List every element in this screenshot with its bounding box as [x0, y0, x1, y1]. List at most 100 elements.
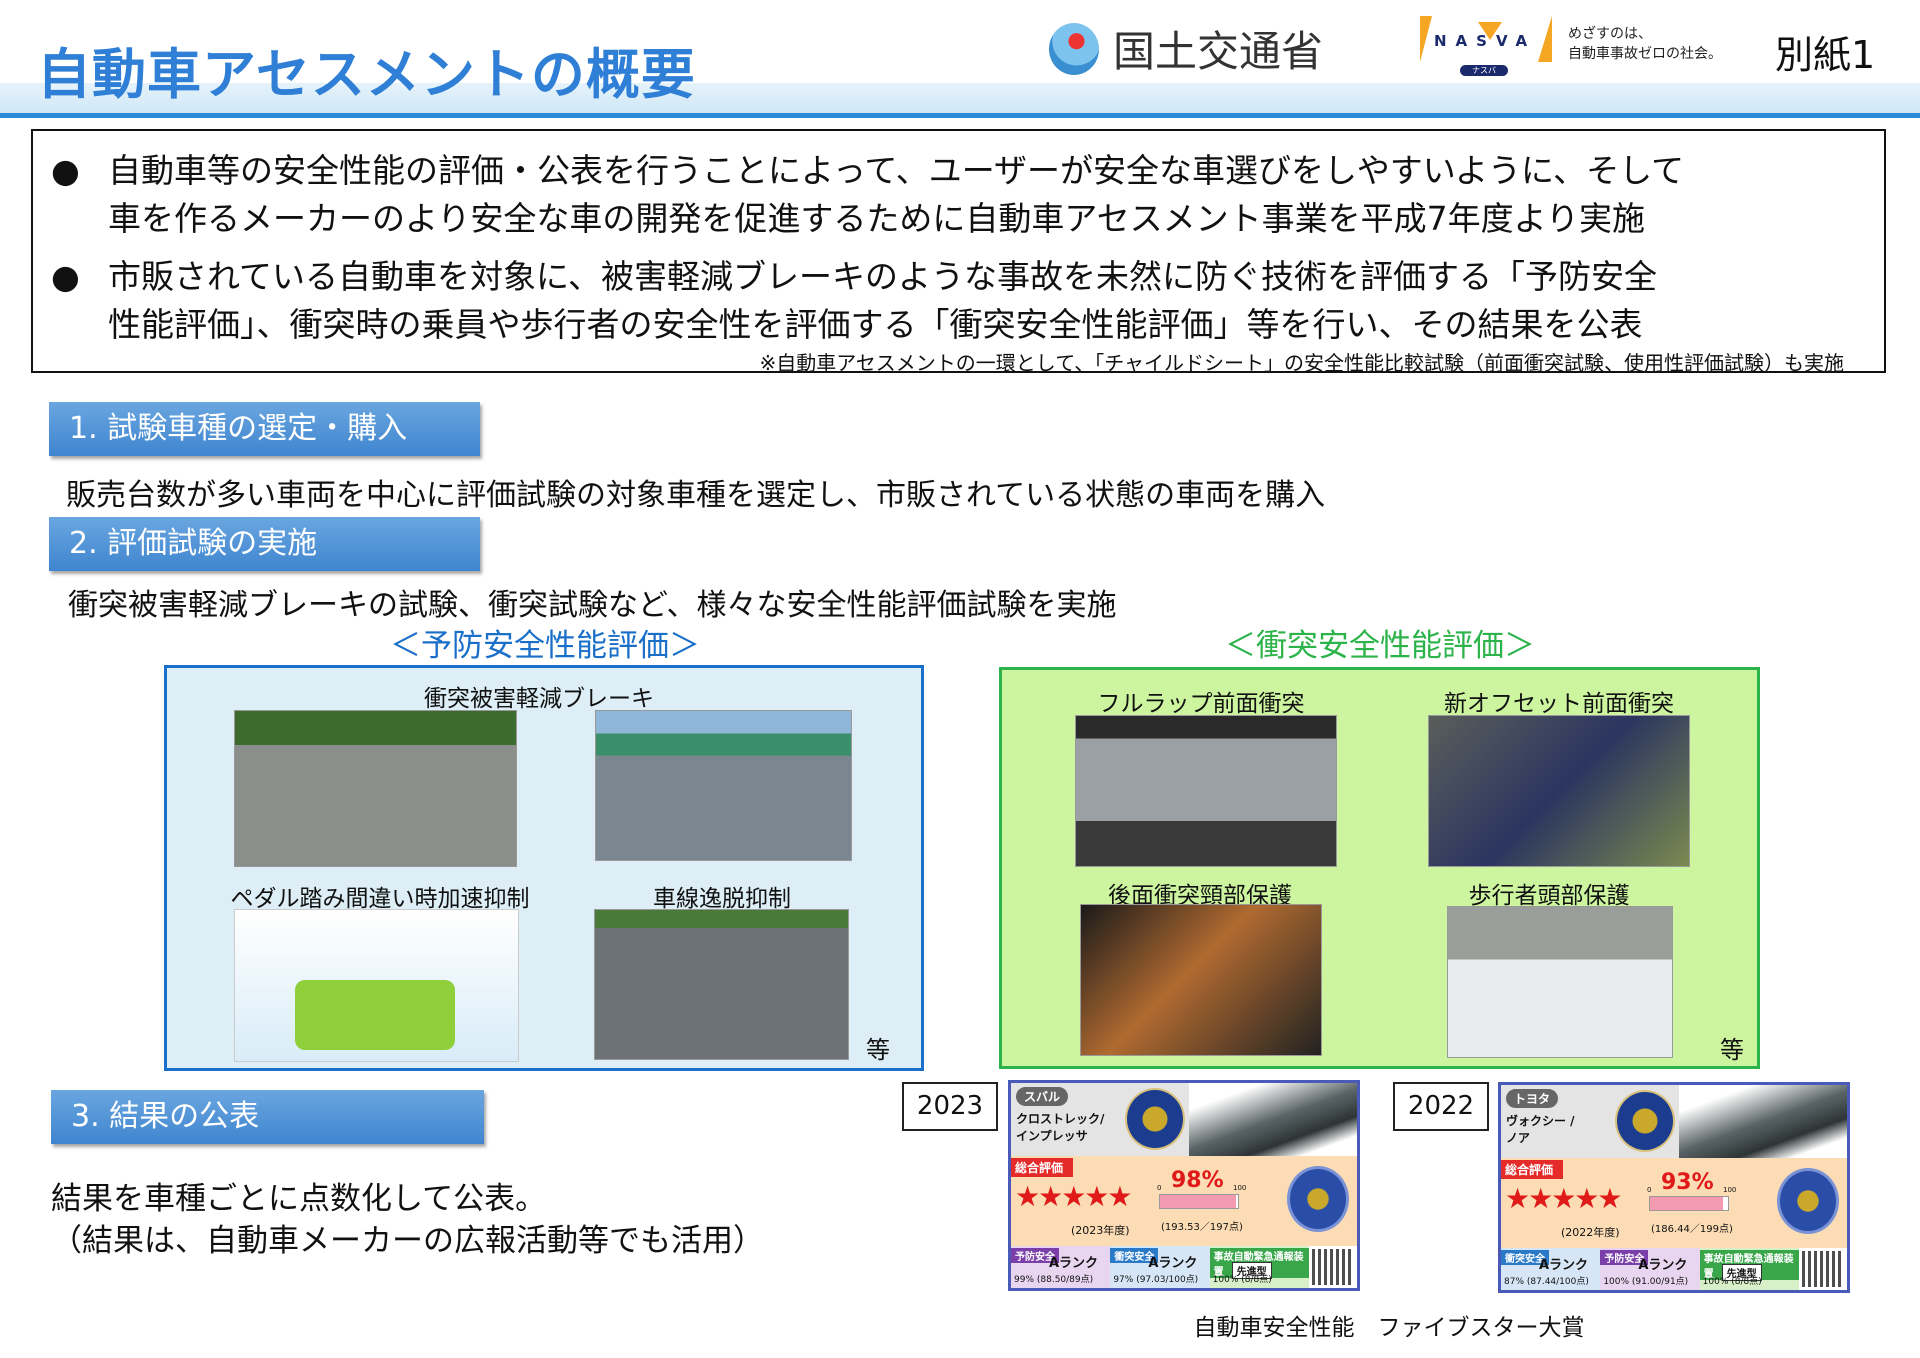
qr-code-icon: [1801, 1251, 1844, 1287]
nasva-tagline: めざすのは、自動車事故ゼロの社会。: [1568, 26, 1722, 62]
ministry-name: 国土交通省: [1113, 27, 1324, 76]
rating-rank: Aランク: [1638, 1258, 1688, 1273]
scale-max: 100: [1723, 1186, 1737, 1194]
item-label: ペダル踏み間違い時加速抑制: [230, 886, 530, 912]
section-3-text: 結果を車種ごとに点数化して公表。: [51, 1181, 547, 1217]
scale-min: 0: [1157, 1184, 1162, 1192]
model-name: ヴォクシー / ノア: [1506, 1113, 1611, 1147]
section-3-heading: 3. 結果の公表: [51, 1090, 484, 1144]
section-1-heading: 1. 試験車種の選定・購入: [49, 402, 480, 456]
scale-max: 100: [1233, 1184, 1247, 1192]
section-1-text: 販売台数が多い車両を中心に評価試験の対象車種を選定し、市販されている状態の車両を…: [66, 478, 1326, 513]
rating-category: 予防安全: [1011, 1248, 1059, 1263]
score-percent: 98%: [1171, 1168, 1224, 1193]
scale-min: 0: [1647, 1186, 1652, 1194]
award-medal-icon: [1615, 1090, 1675, 1152]
collision-title: ＜衝突安全性能評価＞: [1225, 628, 1535, 664]
rating-rank: Aランク: [1049, 1256, 1099, 1271]
item-label: 衝突被害軽減ブレーキ: [424, 686, 654, 712]
award-medal-icon: [1125, 1088, 1185, 1150]
score-points: (186.44／199点): [1651, 1224, 1733, 1235]
award-year: 2022: [1393, 1082, 1489, 1131]
award-card: スバルクロストレック/インプレッサ 総合評価 ★★★★★ (2023年度) 98% 0 1…: [1008, 1080, 1360, 1291]
overall-label: 総合評価: [1011, 1158, 1074, 1177]
rating-value: 100% (91.00/91点): [1603, 1277, 1689, 1287]
intro-box: ● 自動車等の安全性能の評価・公表を行うことによって、ユーザーが安全な車選びをし…: [31, 129, 1886, 375]
rating-value: 100% (8/8点): [1212, 1275, 1272, 1285]
preventive-title: ＜予防安全性能評価＞: [390, 628, 700, 664]
rating-value: 97% (97.03/100点): [1113, 1275, 1199, 1285]
five-star-medal-icon: [1287, 1166, 1349, 1232]
rating-rank: 先進型: [1721, 1264, 1762, 1281]
aeb-cyclist-image: [595, 710, 852, 861]
mlit-logo: 国土交通省: [1049, 18, 1323, 79]
model-name: ノア: [1506, 1131, 1531, 1145]
annex-label: 別紙1: [1775, 33, 1876, 77]
maker-badge: トヨタ: [1506, 1089, 1559, 1108]
rating-value: 87% (87.44/100点): [1504, 1277, 1589, 1287]
score-percent: 93%: [1661, 1170, 1714, 1195]
five-star-medal-icon: [1777, 1168, 1839, 1234]
etc-label: 等: [866, 1036, 890, 1064]
model-name: インプレッサ: [1016, 1129, 1088, 1143]
rating-value: 100% (8/8点): [1702, 1277, 1762, 1287]
rating-rank: Aランク: [1539, 1258, 1589, 1273]
section-2-text: 衝突被害軽減ブレーキの試験、衝突試験など、様々な安全性能評価試験を実施: [68, 588, 1117, 623]
intro-line: 性能評価」、衝突時の乗員や歩行者の安全性を評価する「衝突安全性能評価」等を行い、…: [108, 305, 1643, 344]
bullet-icon: ●: [51, 257, 80, 296]
pedal-misapplication-image: [234, 909, 519, 1062]
car-image: [1679, 1085, 1847, 1158]
etc-label: 等: [1720, 1036, 1744, 1064]
intro-line: 車を作るメーカーのより安全な車の開発を促進するために自動車アセスメント事業を平成…: [108, 199, 1646, 238]
nasva-logo: NASVA ナスバ: [1420, 16, 1552, 78]
offset-crash-image: [1428, 715, 1690, 867]
item-label: 車線逸脱抑制: [653, 886, 791, 912]
section-2-heading: 2. 評価試験の実施: [49, 517, 480, 571]
item-label: 歩行者頭部保護: [1468, 883, 1630, 909]
lane-departure-image: [594, 909, 849, 1060]
award-card: トヨタヴォクシー / ノア 総合評価 ★★★★★ (2022年度) 93% 0 100 (18…: [1498, 1082, 1850, 1293]
rating-category: 衝突安全: [1110, 1248, 1159, 1263]
rating-rank: Aランク: [1148, 1256, 1198, 1271]
intro-line: 自動車等の安全性能の評価・公表を行うことによって、ユーザーが安全な車選びをしやす…: [108, 151, 1685, 190]
rear-impact-image: [1080, 904, 1322, 1056]
maker-badge: スバル: [1016, 1087, 1069, 1106]
rating-year: (2023年度): [1071, 1224, 1130, 1237]
intro-line: 市販されている自動車を対象に、被害軽減ブレーキのような事故を未然に防ぐ技術を評価…: [108, 257, 1658, 296]
rating-category: 衝突安全: [1501, 1250, 1549, 1265]
rating-value: 99% (88.50/89点): [1014, 1275, 1094, 1285]
rating-year: (2022年度): [1561, 1226, 1620, 1239]
rating-rank: 先進型: [1231, 1262, 1272, 1279]
model-name: クロストレック/: [1016, 1112, 1105, 1126]
bullet-icon: ●: [51, 151, 80, 190]
overall-label: 総合評価: [1501, 1160, 1564, 1179]
full-lap-crash-image: [1075, 715, 1337, 867]
score-bar: [1649, 1196, 1729, 1211]
awards-caption: 自動車安全性能 ファイブスター大賞: [1193, 1315, 1585, 1341]
car-image: [1189, 1083, 1357, 1156]
rating-category: 予防安全: [1600, 1250, 1649, 1265]
score-bar: [1159, 1194, 1239, 1209]
model-name: クロストレック/インプレッサ: [1016, 1111, 1121, 1145]
score-points: (193.53／197点): [1161, 1222, 1243, 1233]
pedestrian-head-image: [1447, 906, 1673, 1058]
award-year: 2023: [902, 1082, 998, 1131]
item-label: 新オフセット前面衝突: [1444, 691, 1674, 717]
aeb-test-image: [234, 710, 517, 867]
mlit-emblem-icon: [1049, 22, 1099, 75]
header-divider: [0, 113, 1920, 118]
page-title: 自動車アセスメントの概要: [37, 43, 696, 106]
header-band: [0, 83, 1920, 113]
star-rating: ★★★★★: [1015, 1180, 1133, 1213]
star-rating: ★★★★★: [1505, 1182, 1623, 1215]
item-label: フルラップ前面衝突: [1097, 691, 1305, 717]
qr-code-icon: [1311, 1249, 1354, 1285]
model-name: ヴォクシー /: [1506, 1114, 1575, 1128]
intro-note: ※自動車アセスメントの一環として、「チャイルドシート」の安全性能比較試験（前面衝…: [759, 351, 1844, 375]
